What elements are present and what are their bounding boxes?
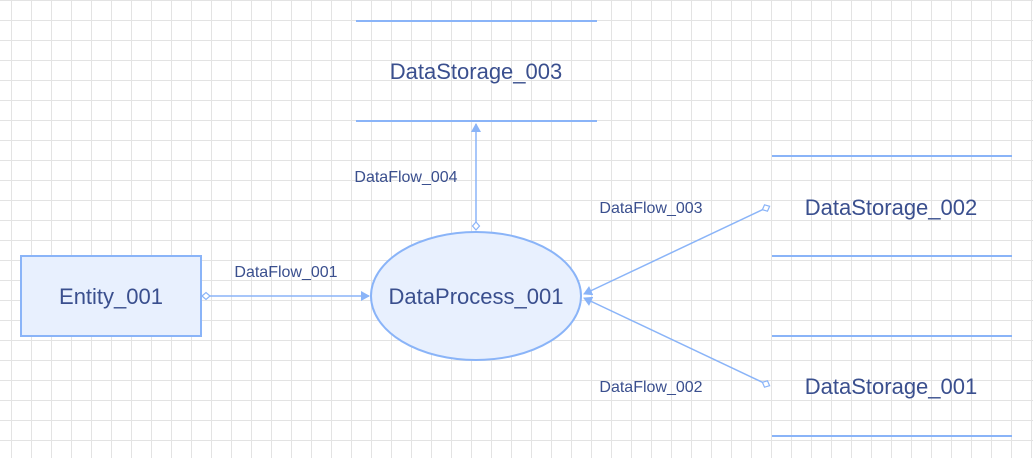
storage-001-label: DataStorage_001 (805, 374, 977, 399)
flow-003-arrow (583, 204, 771, 296)
flow-004-label: DataFlow_004 (354, 169, 457, 186)
data-flow-004[interactable]: DataFlow_004 (354, 123, 481, 231)
entity-001-label: Entity_001 (59, 284, 163, 309)
process-001-label: DataProcess_001 (389, 284, 564, 309)
entity-001-box (20, 255, 202, 337)
entity-001[interactable]: Entity_001 (20, 255, 202, 337)
data-flow-001[interactable]: DataFlow_001 (201, 264, 370, 301)
flow-001-label: DataFlow_001 (234, 264, 337, 281)
flow-002-label: DataFlow_002 (599, 379, 702, 396)
storage-003-label: DataStorage_003 (390, 59, 562, 84)
storage-002-label: DataStorage_002 (805, 195, 977, 220)
flow-002-arrow (583, 296, 771, 388)
data-storage-003[interactable]: DataStorage_003 (356, 20, 597, 122)
process-001-ellipse (370, 231, 582, 361)
data-flow-003[interactable]: DataFlow_003 (583, 200, 771, 296)
data-flow-002[interactable]: DataFlow_002 (583, 296, 771, 396)
data-storage-001[interactable]: DataStorage_001 (772, 335, 1012, 437)
data-storage-002[interactable]: DataStorage_002 (772, 155, 1012, 257)
data-process-001[interactable]: DataProcess_001 (370, 231, 582, 361)
flow-003-label: DataFlow_003 (599, 200, 702, 217)
